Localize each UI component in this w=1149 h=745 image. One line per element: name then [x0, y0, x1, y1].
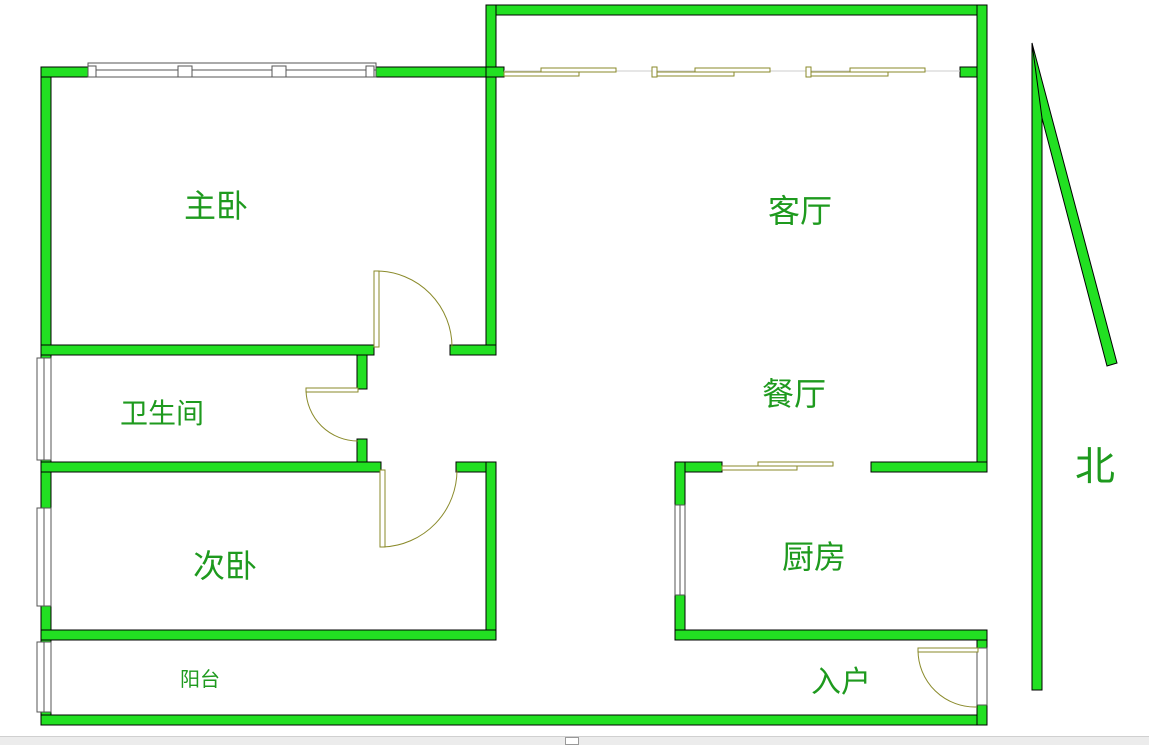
label-living-room: 客厅 [768, 192, 832, 230]
wall-right [976, 4, 988, 472]
wall-second-right [485, 461, 497, 641]
swing-doors [305, 270, 979, 708]
walls [40, 4, 988, 726]
window-entrance [976, 647, 988, 706]
room-labels: 主卧 客厅 餐厅 卫生间 次卧 厨房 阳台 入户 [120, 187, 871, 700]
label-bathroom: 卫生间 [120, 397, 204, 430]
label-second-bedroom: 次卧 [193, 547, 257, 585]
north-arrow-icon: 北 [1031, 42, 1118, 691]
wall-master-bottom-right [449, 344, 497, 356]
label-entrance: 入户 [811, 665, 871, 700]
north-label: 北 [1075, 444, 1115, 490]
wall-bath-bottom [40, 461, 382, 473]
wall-living-left-upper [485, 4, 497, 78]
wall-second-bottom [40, 629, 497, 641]
wall-master-right [485, 76, 497, 356]
sliding-doors-living [503, 66, 960, 78]
wall-stub-left [485, 66, 505, 78]
wall-master-bottom-left [40, 344, 375, 356]
door-entrance [917, 647, 979, 708]
wall-right-bottom [976, 704, 988, 726]
wall-kitchen-bottom [674, 629, 988, 641]
wall-top-master-right [369, 66, 497, 78]
windows [36, 62, 988, 713]
wall-bottom [40, 714, 988, 726]
door-master-bedroom [373, 270, 453, 348]
label-master-bedroom: 主卧 [184, 187, 248, 225]
wall-bath-right-bottom [356, 438, 368, 464]
door-second-bedroom [379, 469, 458, 548]
sliding-door-kitchen [721, 461, 834, 471]
wall-top-living [485, 4, 988, 16]
wall-kitchen-top-right [870, 461, 988, 473]
wall-bath-right-top [356, 354, 368, 390]
label-balcony: 阳台 [180, 667, 220, 691]
wall-stub-right [959, 66, 978, 78]
door-bathroom [305, 387, 359, 442]
label-dining-room: 餐厅 [762, 375, 826, 413]
label-kitchen: 厨房 [782, 538, 846, 576]
